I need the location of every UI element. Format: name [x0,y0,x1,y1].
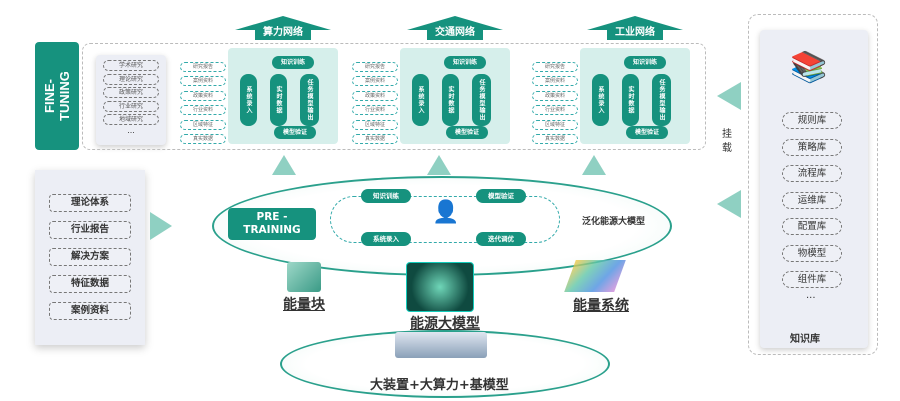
flow-input: 系统录入 [592,74,609,126]
source-item: 行业资料 [352,105,408,116]
source-list: 研究报告案例资料政策资料行业资料区域特征真实数据 [180,62,236,148]
document-item: 理论体系 [49,194,131,212]
flow-realtime: 实时数据 [622,74,639,126]
energy-model-label: 能源大模型 [410,316,480,332]
network-cap: 交通网络 [407,16,503,40]
datacenter-building-icon [395,332,487,358]
source-item: 案例资料 [532,76,588,87]
source-item: 真实数据 [180,133,236,144]
flow-input: 系统录入 [240,74,257,126]
pretraining-iterate: 迭代调优 [476,232,526,246]
source-item: 研究报告 [532,62,588,72]
arrow-up-icon [272,155,296,175]
fine-tuning-container [82,43,706,150]
network-panel: 知识训练 系统录入 实时数据 任务模型输出 模型验证 [400,48,510,144]
source-list: 研究报告案例资料政策资料行业资料区域特征真实数据 [352,62,408,148]
knowledge-base-panel [760,30,868,348]
energy-block-label: 能量块 [283,297,325,313]
source-item: 区域特征 [532,119,588,130]
knowledge-item: 规则库 [782,112,842,129]
mount-label: 挂载 [722,129,732,154]
source-item: 区域特征 [180,119,236,130]
knowledge-base-container [748,14,878,355]
knowledge-item: 配置库 [782,218,842,235]
network-title: 工业网络 [607,26,663,40]
source-item: 政策资料 [180,90,236,101]
research-item: 政策研究 [103,87,159,98]
energy-system-chart-icon [564,260,626,292]
arrow-right-icon [150,212,172,240]
research-item: 行业研究 [103,100,159,112]
research-item: 学术研究 [103,60,159,71]
source-item: 案例资料 [180,76,236,87]
arrow-up-icon [427,155,451,175]
knowledge-item: 流程库 [782,165,842,182]
research-item: 理论研究 [103,73,159,85]
flow-verify: 模型验证 [626,126,668,139]
generalized-model-label: 泛化能源大模型 [582,217,646,227]
arrow-up-icon [582,155,606,175]
network-cap: 算力网络 [235,16,331,40]
energy-system-label: 能量系统 [573,298,629,314]
source-item: 政策资料 [352,90,408,101]
document-item: 特征数据 [49,275,131,293]
arrow-left-icon [717,82,741,110]
network-panel: 知识训练 系统录入 实时数据 任务模型输出 模型验证 [228,48,338,144]
flow-train: 知识训练 [444,56,486,69]
fine-tuning-label: FINE- TUNING [35,42,79,150]
network-title: 交通网络 [427,26,483,40]
pretraining-verify: 模型验证 [476,189,526,203]
flow-verify: 模型验证 [274,126,316,139]
pretraining-train: 知识训练 [361,189,411,203]
document-item: 行业报告 [49,221,131,239]
network-panel: 知识训练 系统录入 实时数据 任务模型输出 模型验证 [580,48,690,144]
document-item: 案例资料 [49,302,131,320]
network-cap: 工业网络 [587,16,683,40]
source-item: 真实数据 [352,133,408,144]
network-title: 算力网络 [255,26,311,40]
source-document: 理论体系行业报告解决方案特征数据案例资料 [35,170,145,345]
source-item: 行业资料 [180,105,236,116]
flow-train: 知识训练 [272,56,314,69]
source-item: 案例资料 [352,76,408,87]
source-item: 区域特征 [352,119,408,130]
foundation-ellipse [280,330,610,398]
foundation-label: 大装置+大算力+基模型 [370,378,509,393]
source-item: 行业资料 [532,105,588,116]
arrow-left-icon [717,190,741,218]
knowledge-item: 运维库 [782,191,842,209]
flow-output: 任务模型输出 [652,74,671,126]
energy-block-icon [287,262,321,292]
pretraining-loop [330,196,560,243]
flow-train: 知识训练 [624,56,666,69]
knowledge-item: 策略库 [782,138,842,156]
energy-model-icon [406,262,474,312]
flow-realtime: 实时数据 [270,74,287,126]
knowledge-item: 组件库 [782,271,842,288]
engineer-icon: 👤 [432,200,460,225]
flow-realtime: 实时数据 [442,74,459,126]
pretraining-input: 系统录入 [361,232,411,246]
books-icon: 📚 [790,50,828,85]
knowledge-base-title: 知识库 [790,334,820,345]
knowledge-item: 物模型 [782,244,842,262]
source-item: 政策资料 [532,90,588,101]
flow-output: 任务模型输出 [472,74,491,126]
more-indicator: ... [806,290,816,301]
source-list: 研究报告案例资料政策资料行业资料区域特征真实数据 [532,62,588,148]
research-list: 学术研究理论研究政策研究行业研究地域研究... [96,55,166,145]
more-indicator: ... [127,125,135,135]
flow-input: 系统录入 [412,74,429,126]
research-item: 地域研究 [103,114,159,125]
flow-verify: 模型验证 [446,126,488,139]
document-item: 解决方案 [49,248,131,266]
source-item: 真实数据 [532,133,588,144]
flow-output: 任务模型输出 [300,74,319,126]
pretraining-label: PRE - TRAINING [228,208,316,240]
source-item: 研究报告 [180,62,236,72]
source-item: 研究报告 [352,62,408,72]
